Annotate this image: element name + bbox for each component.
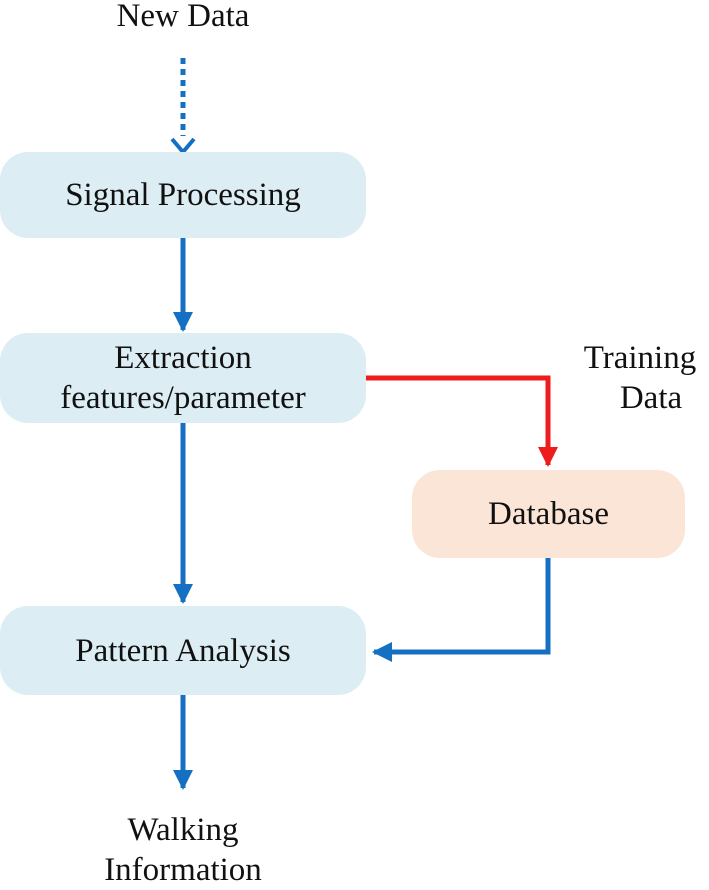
pattern-analysis-node: Pattern Analysis [0,606,366,695]
database-label: Database [488,496,609,532]
extraction-label-line2: features/parameter [60,380,306,416]
new-data-open-arrowhead [170,137,196,156]
arrow-database-to-pattern [372,558,551,662]
extraction-node: Extraction features/parameter [0,333,366,423]
training-data-line1: Training [583,340,697,376]
signal-processing-label: Signal Processing [65,177,301,213]
database-node: Database [412,470,685,558]
signal-processing-node: Signal Processing [0,152,366,238]
training-data-label: Training Data [560,338,709,418]
pattern-analysis-label: Pattern Analysis [75,632,291,669]
walking-information-label: Walking Information [63,810,303,890]
walking-information-line2: Information [104,852,262,888]
training-data-line2: Data [619,380,683,416]
arrow-extraction-to-database [364,375,558,467]
extraction-label-line1: Extraction [114,340,252,376]
walking-information-line1: Walking [127,812,239,848]
new-data-label: New Data [116,0,250,34]
